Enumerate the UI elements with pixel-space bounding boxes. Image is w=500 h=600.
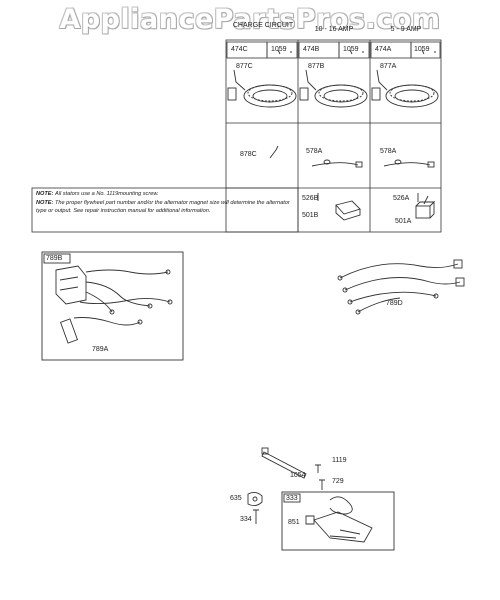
- stator-877c: [227, 69, 297, 108]
- label-789a: 789A: [92, 346, 109, 353]
- lead-578a-a: [383, 162, 431, 167]
- label-578a-a: 578A: [380, 148, 397, 155]
- label-578a-b: 578A: [306, 148, 323, 155]
- note-2-label: NOTE:: [36, 200, 54, 206]
- label-635: 635: [230, 495, 242, 502]
- part-1059-a: 1059: [414, 46, 430, 53]
- clamp-635: [247, 491, 263, 507]
- label-1119: 1119: [332, 457, 347, 464]
- note-1-label: NOTE:: [36, 191, 54, 197]
- harness-789d: [337, 259, 465, 315]
- note-2: NOTE: The proper flywheel part number an…: [36, 200, 294, 215]
- note-2-text: The proper flywheel part number and/or t…: [36, 200, 290, 214]
- bracket: [313, 511, 373, 543]
- module-501a: [415, 193, 436, 219]
- label-333: 333: [286, 495, 298, 502]
- part-474a: 474A: [375, 46, 392, 53]
- label-526b: 526B: [302, 195, 319, 202]
- column-header-5-9-amp: 5 - 9 AMP: [390, 26, 422, 33]
- notes-frame: [31, 187, 299, 233]
- cable-tie: [261, 451, 307, 479]
- lead-878c: [269, 145, 279, 159]
- nut-851: [305, 515, 315, 525]
- harness-box-frame: [41, 251, 184, 361]
- connector-block: [55, 265, 87, 305]
- bracket-loop: [329, 496, 353, 515]
- label-877a: 877A: [380, 63, 397, 70]
- part-1059-b: 1059: [343, 46, 359, 53]
- label-526a: 526A: [393, 195, 410, 202]
- module-501b: [317, 193, 361, 221]
- label-851: 851: [288, 519, 300, 526]
- bolt-729: [319, 479, 325, 490]
- part-474b: 474B: [303, 46, 320, 53]
- label-877b: 877B: [308, 63, 325, 70]
- bracket-box-frame: [281, 491, 395, 551]
- note-1: NOTE: All stators use a No. 1119mounting…: [36, 191, 294, 199]
- label-501a: 501A: [395, 218, 412, 225]
- column-header-charge-circuit: CHARGE CIRCUIT: [232, 22, 294, 29]
- stator-877a: [371, 69, 439, 108]
- note-1-text: All stators use a No. 1119mounting screw…: [54, 191, 159, 197]
- label-729: 729: [332, 478, 344, 485]
- stator-877b: [299, 69, 368, 108]
- label-878c: 878C: [240, 151, 257, 158]
- screw-334: [253, 509, 259, 524]
- label-789b: 789B: [46, 255, 63, 262]
- column-header-10-16-amp: 10 - 16 AMP: [314, 26, 354, 33]
- label-1054: 1054: [290, 472, 306, 479]
- part-474c: 474C: [231, 46, 248, 53]
- stator-table-frame: [225, 39, 442, 233]
- part-1059-c: 1059: [271, 46, 287, 53]
- label-334: 334: [240, 516, 252, 523]
- label-789d: 789D: [386, 300, 403, 307]
- label-501b: 501B: [302, 212, 319, 219]
- lead-578a-b: [311, 162, 359, 167]
- watermark: AppliancePartsPros.com: [59, 4, 441, 35]
- label-877c: 877C: [236, 63, 253, 70]
- screw-1119: [315, 464, 321, 473]
